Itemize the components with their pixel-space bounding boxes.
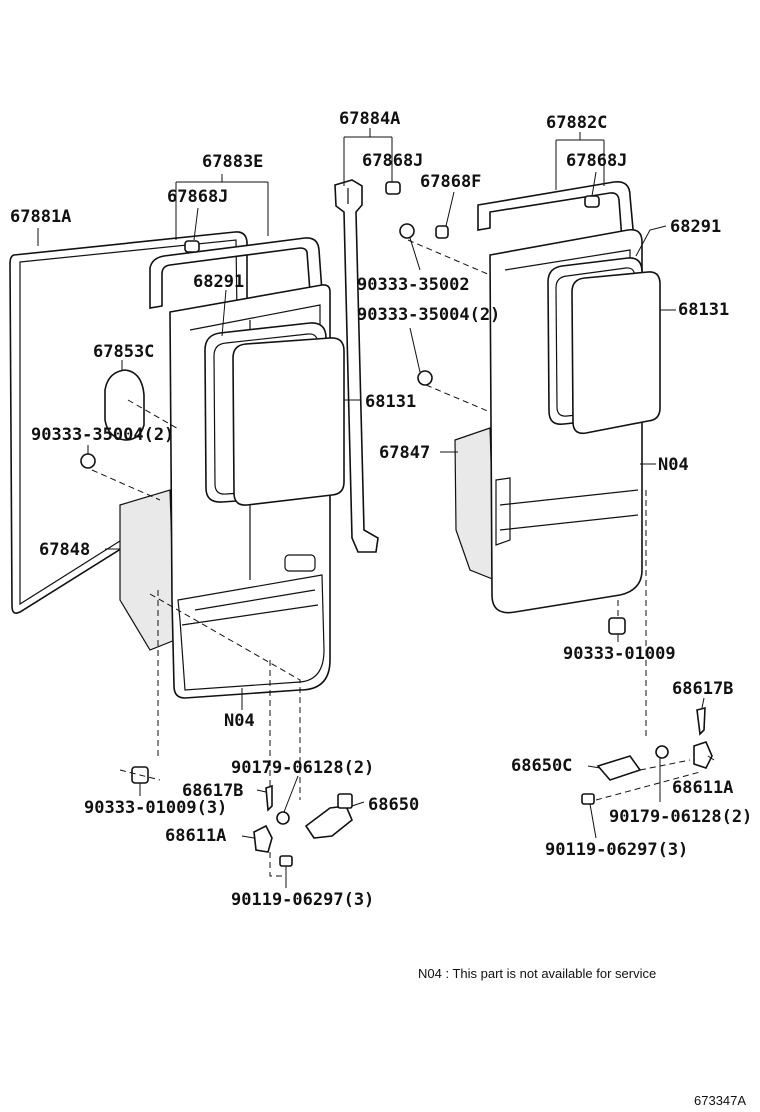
cover-67853C [104,369,145,441]
label-68611A-left: 68611A [165,826,226,846]
rail-67884A [334,179,379,553]
service-note: N04 : This part is not available for ser… [418,966,656,981]
label-68650: 68650 [368,795,419,815]
trim-panel-67847 [454,427,496,581]
label-68611A-right: 68611A [672,778,733,798]
label-90119-06297-left: 90119-06297(3) [231,890,374,910]
label-68291-right: 68291 [670,217,721,237]
label-67881A: 67881A [10,207,71,227]
label-90179-06128-left: 90179-06128(2) [231,758,374,778]
label-68131-right: 68131 [678,300,729,320]
clip-67868F [435,225,449,239]
label-67848: 67848 [39,540,90,560]
glass-68131-left [232,337,345,506]
label-67884A: 67884A [339,109,400,129]
label-68650C: 68650C [511,756,572,776]
grommet-90333-35002 [399,223,415,239]
clip-67868J-center [385,181,401,195]
check-68650C [596,745,669,781]
label-90333-35002: 90333-35002 [357,275,470,295]
label-67868J-right: 67868J [566,151,627,171]
label-N04-right: N04 [658,455,689,475]
label-67868J-center: 67868J [362,151,423,171]
glass-run-67883E [149,237,323,309]
label-68131-left: 68131 [365,392,416,412]
glass-68131-right [571,271,661,435]
leader-lines [37,128,715,888]
label-90333-01009-right: 90333-01009 [563,644,676,664]
clip-67868J-left [184,240,200,253]
bolt-90119-06297-left [279,855,293,867]
bolt-90119-06297-right [581,793,595,805]
label-90179-06128-right: 90179-06128(2) [609,807,752,827]
label-67853C: 67853C [93,342,154,362]
bracket-68611A-right [693,741,713,769]
grommet-90333-35004-right [417,370,433,386]
label-67882C: 67882C [546,113,607,133]
label-90119-06297-right: 90119-06297(3) [545,840,688,860]
glass-run-67882C [477,180,635,241]
check-68650 [276,793,353,839]
label-90333-35004-right: 90333-35004(2) [357,305,500,325]
label-67883E: 67883E [202,152,263,172]
diagram-id: 673347A [694,1093,746,1108]
clip-67868J-right [584,195,600,208]
label-68291-left: 68291 [193,272,244,292]
bracket-68611A-left [253,824,273,853]
pad-90333-01009-right [608,617,626,635]
pin-68617B-left [265,784,273,812]
label-N04-left: N04 [224,711,255,731]
label-67847: 67847 [379,443,430,463]
label-68617B-right: 68617B [672,679,733,699]
part-labels: 67881A 67883E 67868J 68291 67853C 90333-… [10,109,752,910]
grommet-90333-35004-left [80,453,96,469]
label-67868J-left: 67868J [167,187,228,207]
label-67868F: 67868F [420,172,481,192]
trim-panel-67848 [119,489,176,651]
label-90333-35004-left: 90333-35004(2) [31,425,174,445]
pin-68617B-right [696,706,706,736]
label-68617B-left: 68617B [182,781,243,801]
label-90333-01009-left: 90333-01009(3) [84,798,227,818]
assembly-lines [91,239,701,877]
